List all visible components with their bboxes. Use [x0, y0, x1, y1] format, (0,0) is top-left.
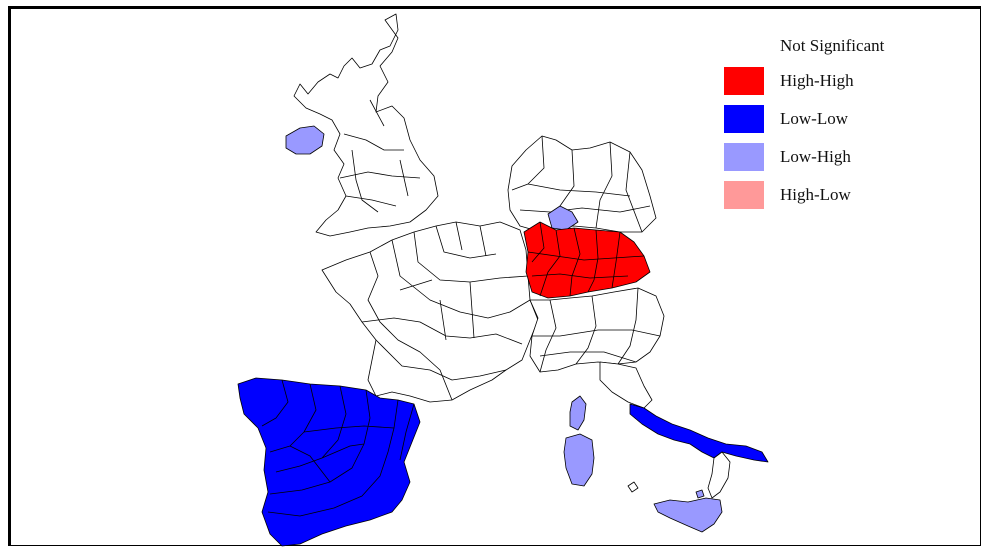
region-france [321, 221, 539, 403]
region-central-italy [599, 361, 653, 409]
legend-label: Low-Low [780, 109, 848, 128]
legend-item-high-low: High-Low [724, 176, 884, 214]
legend-item-high-high: High-High [724, 62, 884, 100]
legend-label: Low-High [780, 147, 851, 166]
region-iberia [237, 377, 421, 547]
region-germany-north [507, 135, 657, 233]
legend-item-low-low: Low-Low [724, 100, 884, 138]
legend-swatch-high-high [724, 67, 764, 95]
legend-swatch-low-low [724, 105, 764, 133]
region-corsica [569, 395, 587, 431]
region-sicily [653, 497, 723, 533]
region-sardinia [563, 433, 595, 487]
map-legend: Not Significant High-High Low-Low Low-Hi… [724, 36, 884, 214]
legend-swatch-low-high [724, 143, 764, 171]
region-ireland [285, 125, 325, 155]
legend-item-low-high: Low-High [724, 138, 884, 176]
legend-header: Not Significant [780, 36, 885, 55]
legend-label: High-High [780, 71, 854, 90]
legend-label: High-Low [780, 185, 851, 204]
region-southern-italy [629, 403, 769, 463]
legend-swatch-high-low [724, 181, 764, 209]
